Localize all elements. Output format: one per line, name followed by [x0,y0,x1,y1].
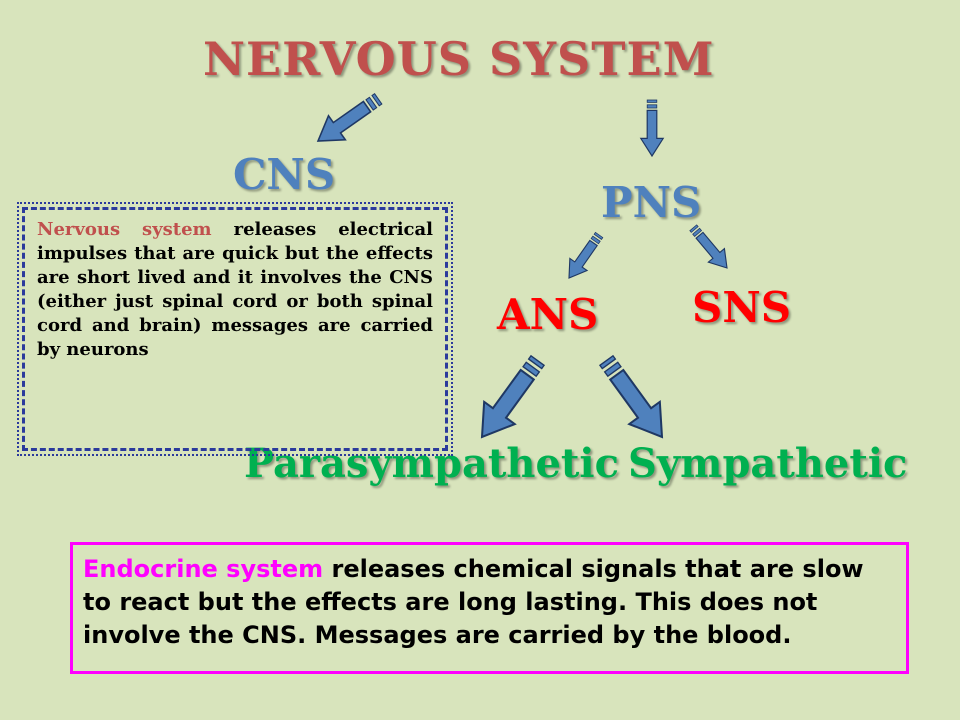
cns-note-box: Nervous system releases electrical impul… [17,202,453,456]
arrow-pns-to-sns [684,220,736,276]
arrow-ans-to-sympathetic [590,348,679,450]
endocrine-note-box: Endocrine system releases chemical signa… [70,542,909,674]
cns-note-body: releases electrical impulses that are qu… [37,219,433,360]
node-cns: CNS [233,150,336,199]
endocrine-note-lead: Endocrine system [83,555,324,583]
node-sns: SNS [692,283,792,332]
cns-note-lead: Nervous system [37,219,212,240]
arrow-title-to-cns [308,86,388,154]
node-pns: PNS [601,178,702,227]
arrow-title-to-pns [640,99,664,157]
node-ans: ANS [497,290,599,339]
node-sympathetic: Sympathetic [628,440,908,487]
arrow-ans-to-parasympathetic [465,348,554,450]
endocrine-note-body: releases chemical signals that are slow … [83,555,864,649]
arrow-pns-to-ans [559,228,609,285]
diagram-title: NERVOUS SYSTEM [203,32,715,86]
node-parasympathetic: Parasympathetic [244,440,619,487]
